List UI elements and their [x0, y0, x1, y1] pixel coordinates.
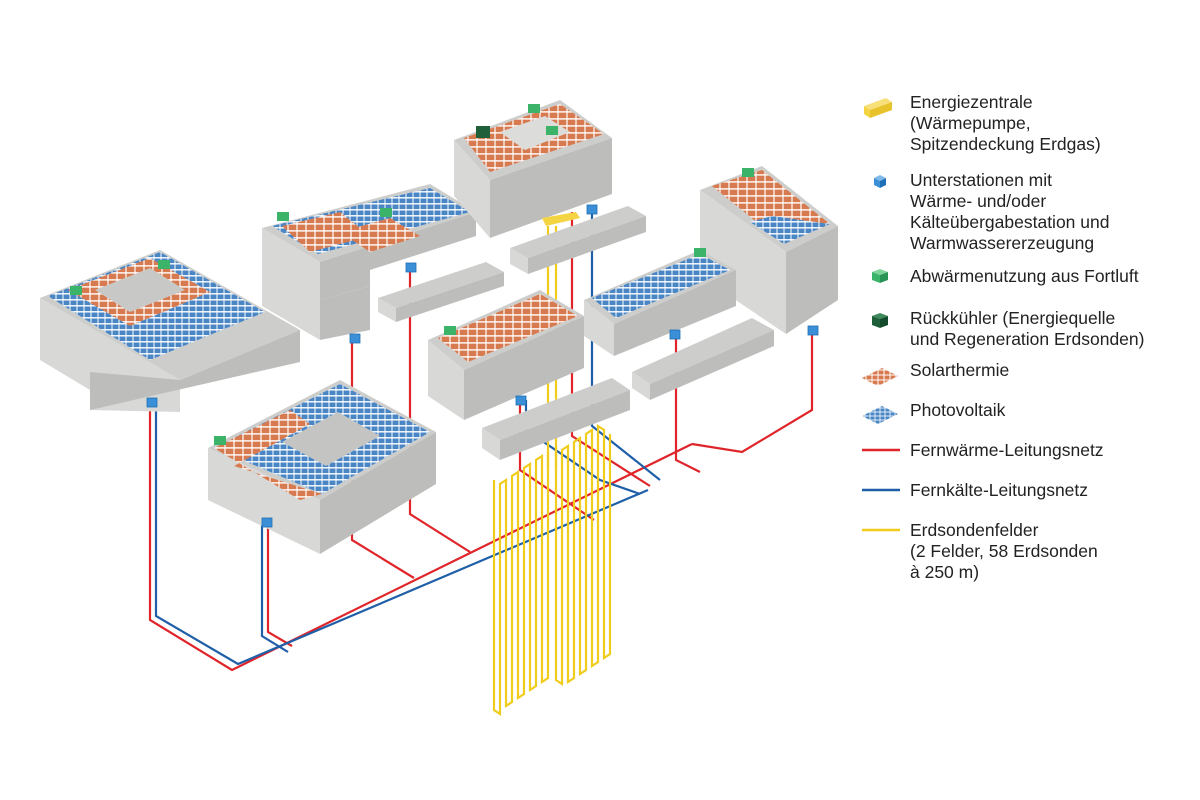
heating-main-line [148, 404, 693, 672]
substation-icon [874, 175, 886, 188]
substations [146, 204, 819, 528]
recooler-icon [872, 313, 888, 328]
substation-icon [669, 329, 681, 340]
substation-icon [586, 204, 598, 215]
energy-center-icon [864, 98, 892, 118]
cooling-line-icon [862, 488, 900, 492]
legend-label: Rückkühler (Energiequelle und Regenerati… [910, 308, 1145, 349]
low-blocks [378, 206, 774, 460]
substation-icon [807, 325, 819, 336]
legend-label: Erdsondenfelder (2 Felder, 58 Erdsonden … [910, 520, 1098, 582]
photovoltaic-icon [862, 406, 898, 424]
waste-heat-icon [872, 269, 888, 283]
building-e [428, 290, 584, 420]
building-b [262, 184, 476, 340]
borehole-line-icon [862, 528, 900, 532]
legend-label: Fernkälte-Leitungsnetz [910, 480, 1089, 500]
legend-label: Abwärmenutzung aus Fortluft [910, 266, 1139, 286]
legend-label: Photovoltaik [910, 400, 1006, 420]
heating-line-icon [862, 448, 900, 452]
building-f [584, 248, 736, 356]
substation-icon [349, 333, 361, 344]
building-d [700, 166, 838, 334]
legend-label: Unterstationen mit Wärme- und/oder Kälte… [910, 170, 1110, 253]
building-c-energy-center [454, 100, 612, 238]
legend-label: Fernwärme-Leitungsnetz [910, 440, 1104, 460]
substation-icon [146, 397, 158, 408]
building-a [40, 250, 300, 412]
substation-icon [261, 517, 273, 528]
solar-thermal-icon [862, 368, 898, 386]
building-g [208, 380, 436, 554]
substation-icon [515, 395, 527, 406]
legend-label: Energiezentrale (Wärmepumpe, Spitzendeck… [910, 92, 1101, 154]
substation-icon [405, 262, 417, 273]
legend-label: Solarthermie [910, 360, 1010, 380]
